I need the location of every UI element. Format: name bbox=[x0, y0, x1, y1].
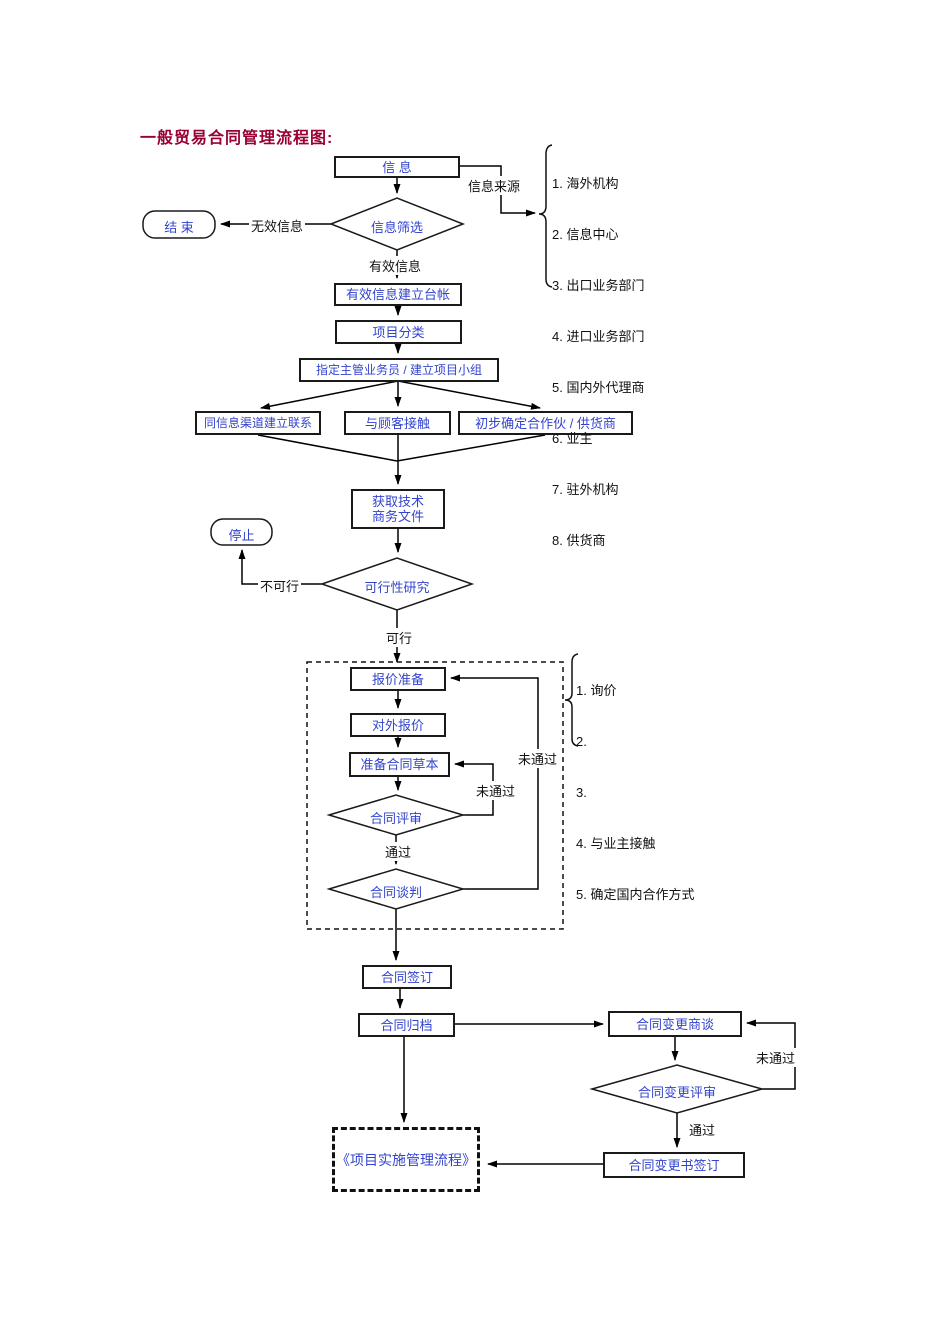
change-review-diamond bbox=[589, 1064, 765, 1114]
edge-label-pass-review: 通过 bbox=[383, 842, 414, 861]
node-channel: 同信息渠道建立联系 bbox=[195, 411, 321, 435]
node-classify: 项目分类 bbox=[335, 320, 462, 344]
node-change-review-label: 合同变更评审 bbox=[637, 1085, 716, 1100]
info-source-item: 1. 海外机构 bbox=[552, 176, 619, 191]
node-change-talk: 合同变更商谈 bbox=[608, 1011, 742, 1037]
node-info: 信 息 bbox=[334, 156, 460, 178]
node-partner: 初步确定合作伙 / 供货商 bbox=[458, 411, 633, 435]
info-source-item: 8. 供货商 bbox=[552, 533, 606, 548]
quotation-group-dashed-box bbox=[306, 661, 564, 930]
quotation-note-item: 3. bbox=[576, 785, 587, 800]
quotation-note-item: 5. 确定国内合作方式 bbox=[576, 887, 695, 902]
info-source-item: 6. 业主 bbox=[552, 431, 593, 446]
stop-terminator bbox=[210, 518, 273, 546]
node-quote-out: 对外报价 bbox=[350, 713, 446, 737]
brace-icons bbox=[538, 144, 579, 747]
node-implementation-process: 《项目实施管理流程》 bbox=[332, 1127, 480, 1192]
connector-lines bbox=[220, 165, 796, 1168]
edge-label-not-feasible: 不可行 bbox=[258, 576, 302, 595]
info-source-item: 2. 信息中心 bbox=[552, 227, 619, 242]
edge-label-fail-inner: 未通过 bbox=[474, 781, 518, 800]
quotation-notes-list: 1. 询价 2. 3. 4. 与业主接触 5. 确定国内合作方式 bbox=[576, 648, 746, 937]
edge-label-valid-info: 有效信息 bbox=[367, 256, 424, 275]
node-sign: 合同签订 bbox=[362, 965, 452, 989]
feasibility-diamond bbox=[319, 557, 475, 611]
info-source-item: 4. 进口业务部门 bbox=[552, 329, 645, 344]
quotation-notes-brace-icon bbox=[564, 653, 579, 747]
node-review-label: 合同评审 bbox=[369, 811, 422, 826]
node-tech-docs: 获取技术 商务文件 bbox=[351, 489, 445, 529]
edge-label-invalid-info: 无效信息 bbox=[249, 216, 306, 235]
quotation-note-item: 2. bbox=[576, 734, 587, 749]
node-info-screen-label: 信息筛选 bbox=[370, 220, 423, 235]
contract-negotiation-diamond bbox=[326, 868, 466, 910]
edge-label-fail-outer: 未通过 bbox=[516, 749, 560, 768]
node-assign: 指定主管业务员 / 建立项目小组 bbox=[299, 358, 499, 382]
node-archive: 合同归档 bbox=[358, 1013, 455, 1037]
quotation-note-item: 1. 询价 bbox=[576, 683, 617, 698]
node-ledger: 有效信息建立台帐 bbox=[334, 283, 462, 306]
node-stop-label: 停止 bbox=[228, 528, 255, 543]
info-source-item: 7. 驻外机构 bbox=[552, 482, 619, 497]
contract-review-diamond bbox=[326, 794, 466, 836]
info-source-item: 5. 国内外代理商 bbox=[552, 380, 645, 395]
edge-label-feasible: 可行 bbox=[384, 628, 415, 647]
node-draft: 准备合同草本 bbox=[349, 752, 450, 777]
quotation-note-item: 4. 与业主接触 bbox=[576, 836, 656, 851]
info-source-item: 3. 出口业务部门 bbox=[552, 278, 645, 293]
node-customer: 与顾客接触 bbox=[344, 411, 451, 435]
node-quote-prep: 报价准备 bbox=[350, 667, 446, 691]
node-negotiate-label: 合同谈判 bbox=[369, 885, 422, 900]
info-source-list: 1. 海外机构 2. 信息中心 3. 出口业务部门 4. 进口业务部门 5. 国… bbox=[552, 141, 702, 583]
edge-label-fail-change: 未通过 bbox=[754, 1048, 798, 1067]
end-terminator bbox=[142, 210, 216, 239]
edge-label-info-source: 信息来源 bbox=[466, 176, 523, 195]
page-title: 一般贸易合同管理流程图: bbox=[140, 130, 334, 147]
node-end-label: 结 束 bbox=[164, 220, 194, 235]
info-screen-diamond bbox=[328, 197, 466, 251]
node-feasibility-label: 可行性研究 bbox=[364, 580, 430, 595]
info-source-brace-icon bbox=[538, 144, 553, 288]
edge-label-pass-change: 通过 bbox=[687, 1120, 718, 1139]
node-change-sign: 合同变更书签订 bbox=[603, 1152, 745, 1178]
